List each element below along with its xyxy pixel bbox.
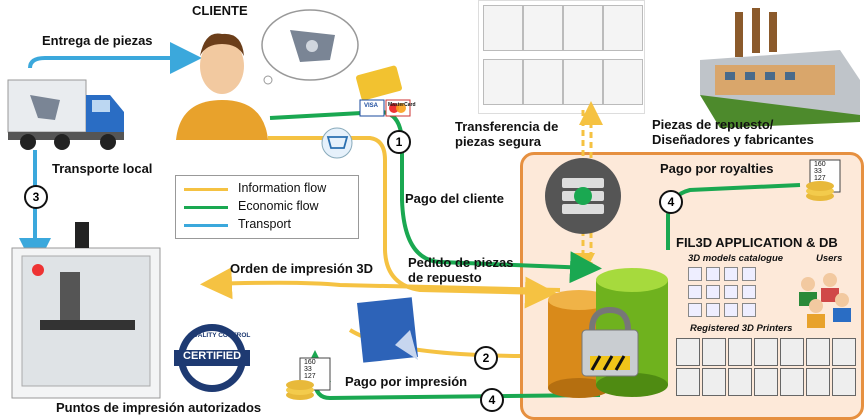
label-puntos-impresion: Puntos de impresión autorizados (56, 400, 262, 415)
registered-printer (780, 338, 804, 366)
client-title: CLIENTE (192, 3, 248, 18)
catalogue-model (742, 285, 756, 299)
catalogue-model (724, 285, 738, 299)
label-piezas-repuesto: Piezas de repuesto/ Diseñadores y fabric… (652, 117, 814, 147)
label-registered-printers: Registered 3D Printers (690, 323, 793, 334)
label-transferencia: Transferencia de piezas segura (455, 119, 559, 149)
part-thumbnail (483, 59, 523, 105)
seal-quality-text: QUALITY CONTROL (188, 332, 251, 339)
legend: Information flow Economic flow Transport (175, 175, 359, 239)
parts-thumbnails (478, 0, 645, 114)
catalogue-model (724, 267, 738, 281)
registered-printer (780, 368, 804, 396)
server-icon (545, 158, 621, 234)
step-badge-3: 3 (24, 185, 48, 209)
catalogue-model (688, 267, 702, 281)
legend-swatch (184, 206, 228, 209)
users-icon (799, 273, 851, 328)
catalogue-model (742, 303, 756, 317)
flow-orden (200, 267, 561, 300)
credit-cards (356, 65, 411, 117)
label-pago-cliente: Pago del cliente (405, 191, 504, 206)
legend-swatch (184, 188, 228, 191)
mastercard-text: MasterCard (388, 102, 416, 108)
factory (700, 8, 860, 128)
legend-item-information: Information flow (184, 180, 354, 198)
catalogue-model (706, 303, 720, 317)
label-catalogue: 3D models catalogue (688, 253, 784, 264)
part-thumbnail (523, 5, 563, 51)
label-users: Users (816, 253, 843, 264)
app-title: FIL3D APPLICATION & DB (676, 235, 838, 250)
legend-label: Economic flow (238, 199, 319, 213)
print-order-document (357, 297, 418, 363)
seal-certified-text: CERTIFIED (183, 350, 242, 362)
database-orange (548, 290, 610, 398)
registered-printer (676, 368, 700, 396)
registered-printer (806, 338, 830, 366)
registered-printer (702, 368, 726, 396)
legend-label: Transport (238, 217, 292, 231)
catalogue-model (724, 303, 738, 317)
part-thumbnail (483, 5, 523, 51)
registered-printer (728, 368, 752, 396)
label-pago-impresion: Pago por impresión (345, 374, 468, 389)
registered-printer (754, 338, 778, 366)
step-badge-4-print: 4 (480, 388, 504, 412)
client-person (176, 33, 268, 140)
registered-printer (676, 338, 700, 366)
registered-printer (702, 338, 726, 366)
legend-item-transport: Transport (184, 216, 354, 234)
cart-icon (321, 127, 353, 159)
legend-item-economic: Economic flow (184, 198, 354, 216)
certified-seal (174, 324, 250, 392)
truck (7, 79, 124, 150)
flow-entrega (28, 42, 202, 74)
legend-swatch (184, 224, 228, 227)
registered-printer (728, 338, 752, 366)
padlock-icon (581, 306, 639, 377)
catalogue-model (742, 267, 756, 281)
step-badge-2: 2 (474, 346, 498, 370)
label-transporte-local: Transporte local (52, 161, 153, 176)
part-thumbnail (563, 59, 603, 105)
catalogue-model (706, 267, 720, 281)
registered-printer (832, 368, 856, 396)
part-thumbnail (603, 59, 643, 105)
part-thumbnail (563, 5, 603, 51)
royalties-coins (806, 159, 841, 201)
catalogue-model (706, 285, 720, 299)
label-pago-royalties: Pago por royalties (660, 161, 774, 176)
catalogue-model (688, 285, 702, 299)
label-orden-impresion: Orden de impresión 3D (230, 261, 374, 276)
step-badge-1: 1 (387, 130, 411, 154)
receipt-print-text: 160 33 127 (304, 359, 316, 380)
registered-printer (832, 338, 856, 366)
registered-printer (806, 368, 830, 396)
step-badge-4-royalties: 4 (659, 190, 683, 214)
visa-text: VISA (364, 103, 379, 109)
legend-label: Information flow (238, 181, 327, 195)
label-pedido-piezas: Pedido de piezas de repuesto (408, 255, 514, 285)
receipt-royalties-text: 160 33 127 (814, 161, 826, 182)
registered-printer (754, 368, 778, 396)
print-payment-coins (286, 357, 331, 400)
printer-3d (11, 222, 161, 399)
thought-bubble (261, 9, 359, 85)
catalogue-model (688, 303, 702, 317)
label-entrega: Entrega de piezas (42, 33, 153, 48)
part-thumbnail (523, 59, 563, 105)
part-thumbnail (603, 5, 643, 51)
